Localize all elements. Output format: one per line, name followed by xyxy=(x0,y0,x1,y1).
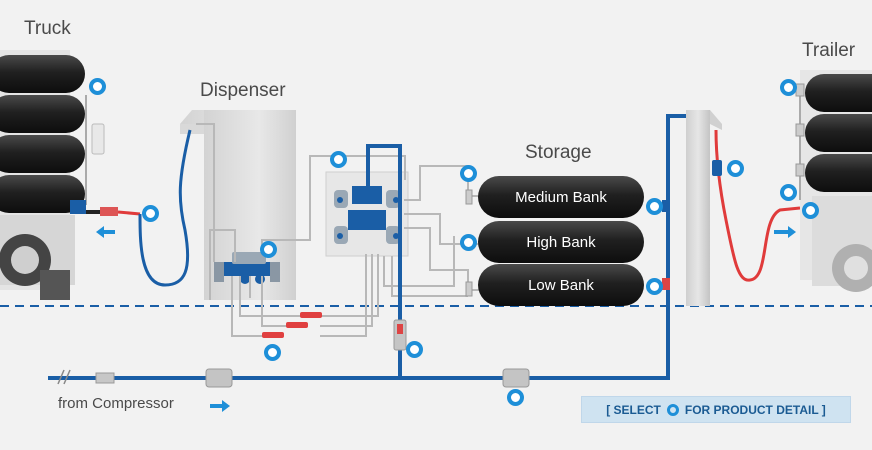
truck-graphic xyxy=(0,50,105,300)
grey-tubing xyxy=(196,123,480,337)
hotspot-priority-panel[interactable] xyxy=(330,151,347,168)
hotspot-trailer-valve-bottom[interactable] xyxy=(780,184,797,201)
trailer-label: Trailer xyxy=(802,40,856,61)
high-bank-label: High Bank xyxy=(526,234,596,251)
trailer-graphic xyxy=(795,70,872,292)
dispenser-label: Dispenser xyxy=(200,80,286,101)
dispenser-manifold xyxy=(214,252,280,284)
low-bank-label: Low Bank xyxy=(528,277,594,294)
hotspot-trailer-nozzle[interactable] xyxy=(802,202,819,219)
hotspot-supply-valve[interactable] xyxy=(406,341,423,358)
legend-left-text: [ SELECT xyxy=(606,402,661,417)
hotspot-inline-filter[interactable] xyxy=(507,389,524,406)
hotspot-trailer-hose[interactable] xyxy=(727,160,744,177)
legend-right-text: FOR PRODUCT DETAIL ] xyxy=(684,402,826,417)
hotspot-breakaway-fitting[interactable] xyxy=(264,344,281,361)
from-compressor-label: from Compressor xyxy=(58,395,174,412)
hotspot-storage-valve[interactable] xyxy=(460,234,477,251)
truck-label: Truck xyxy=(24,18,71,39)
hotspot-ring-icon xyxy=(666,403,679,416)
hotspot-truck-valve[interactable] xyxy=(89,78,106,95)
hotspot-truck-nozzle[interactable] xyxy=(142,205,159,222)
hotspot-storage-inlet[interactable] xyxy=(460,165,477,182)
hotspot-low-bank-outlet[interactable] xyxy=(646,278,663,295)
legend-box: [ SELECT FOR PRODUCT DETAIL ] xyxy=(581,396,851,423)
medium-bank-label: Medium Bank xyxy=(515,189,607,206)
hotspot-medium-bank-outlet[interactable] xyxy=(646,198,663,215)
storage-tanks xyxy=(478,176,644,306)
hotspot-trailer-valve-top[interactable] xyxy=(780,79,797,96)
hotspot-dispenser-manifold[interactable] xyxy=(260,241,277,258)
storage-label: Storage xyxy=(525,142,592,163)
